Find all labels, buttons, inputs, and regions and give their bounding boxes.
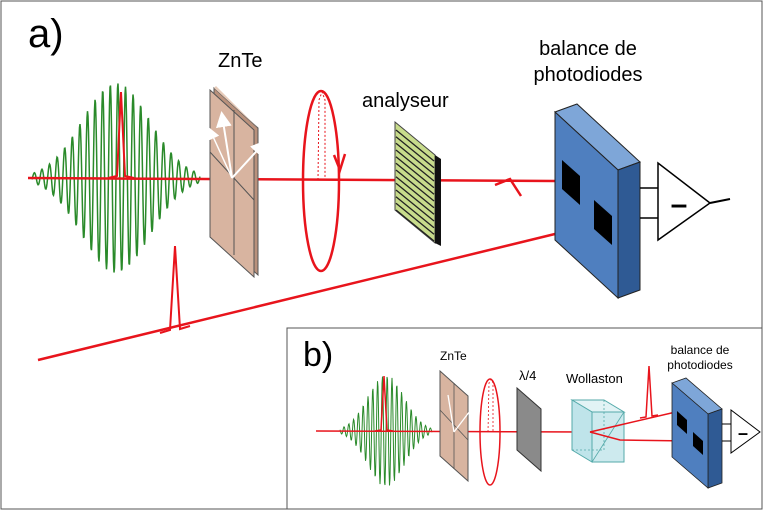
wollaston-prism bbox=[570, 399, 626, 463]
photodiode-1 bbox=[562, 160, 580, 205]
analyzer-label: analyseur bbox=[362, 90, 449, 112]
photodiode-balance bbox=[554, 103, 641, 300]
split-beam-lower bbox=[589, 431, 691, 442]
probe-beam bbox=[27, 176, 556, 183]
quarter-wave-plate bbox=[516, 386, 542, 473]
polarization-ellipse bbox=[301, 89, 347, 273]
photodiode-balance-label-b: balance de photodiodes bbox=[667, 343, 733, 372]
probe-pulse bbox=[107, 91, 135, 179]
amplifier-minus-sign-b: – bbox=[738, 423, 748, 443]
znte-crystal bbox=[208, 86, 267, 279]
reference-pulse bbox=[159, 245, 191, 334]
panel-b: – bbox=[286, 327, 763, 510]
polarization-ellipse-b bbox=[479, 378, 501, 486]
photodiode-balance-b bbox=[671, 377, 723, 489]
panel-a-label: a) bbox=[28, 12, 64, 56]
wollaston-label: Wollaston bbox=[566, 371, 623, 386]
analyzer-polarizer bbox=[394, 120, 441, 246]
panel-b-label: b) bbox=[303, 336, 334, 374]
photodiode-2 bbox=[594, 200, 612, 245]
beam-break bbox=[494, 177, 523, 197]
amplifier-minus-sign: – bbox=[671, 188, 688, 221]
split-beam-upper bbox=[589, 410, 681, 433]
panel-a: – bbox=[27, 83, 731, 362]
znte-label: ZnTe bbox=[218, 50, 263, 72]
reference-pulse-b bbox=[639, 365, 659, 419]
znte-label-b: ZnTe bbox=[440, 349, 467, 363]
quarter-wave-plate-label: λ/4 bbox=[519, 368, 537, 383]
znte-crystal-b bbox=[439, 369, 471, 483]
reference-beam bbox=[37, 221, 601, 362]
differential-amplifier-b: – bbox=[722, 408, 761, 454]
probe-pulse-b bbox=[374, 375, 394, 432]
differential-amplifier: – bbox=[640, 161, 731, 242]
photodiode-balance-label: balance de photodiodes bbox=[533, 38, 643, 86]
